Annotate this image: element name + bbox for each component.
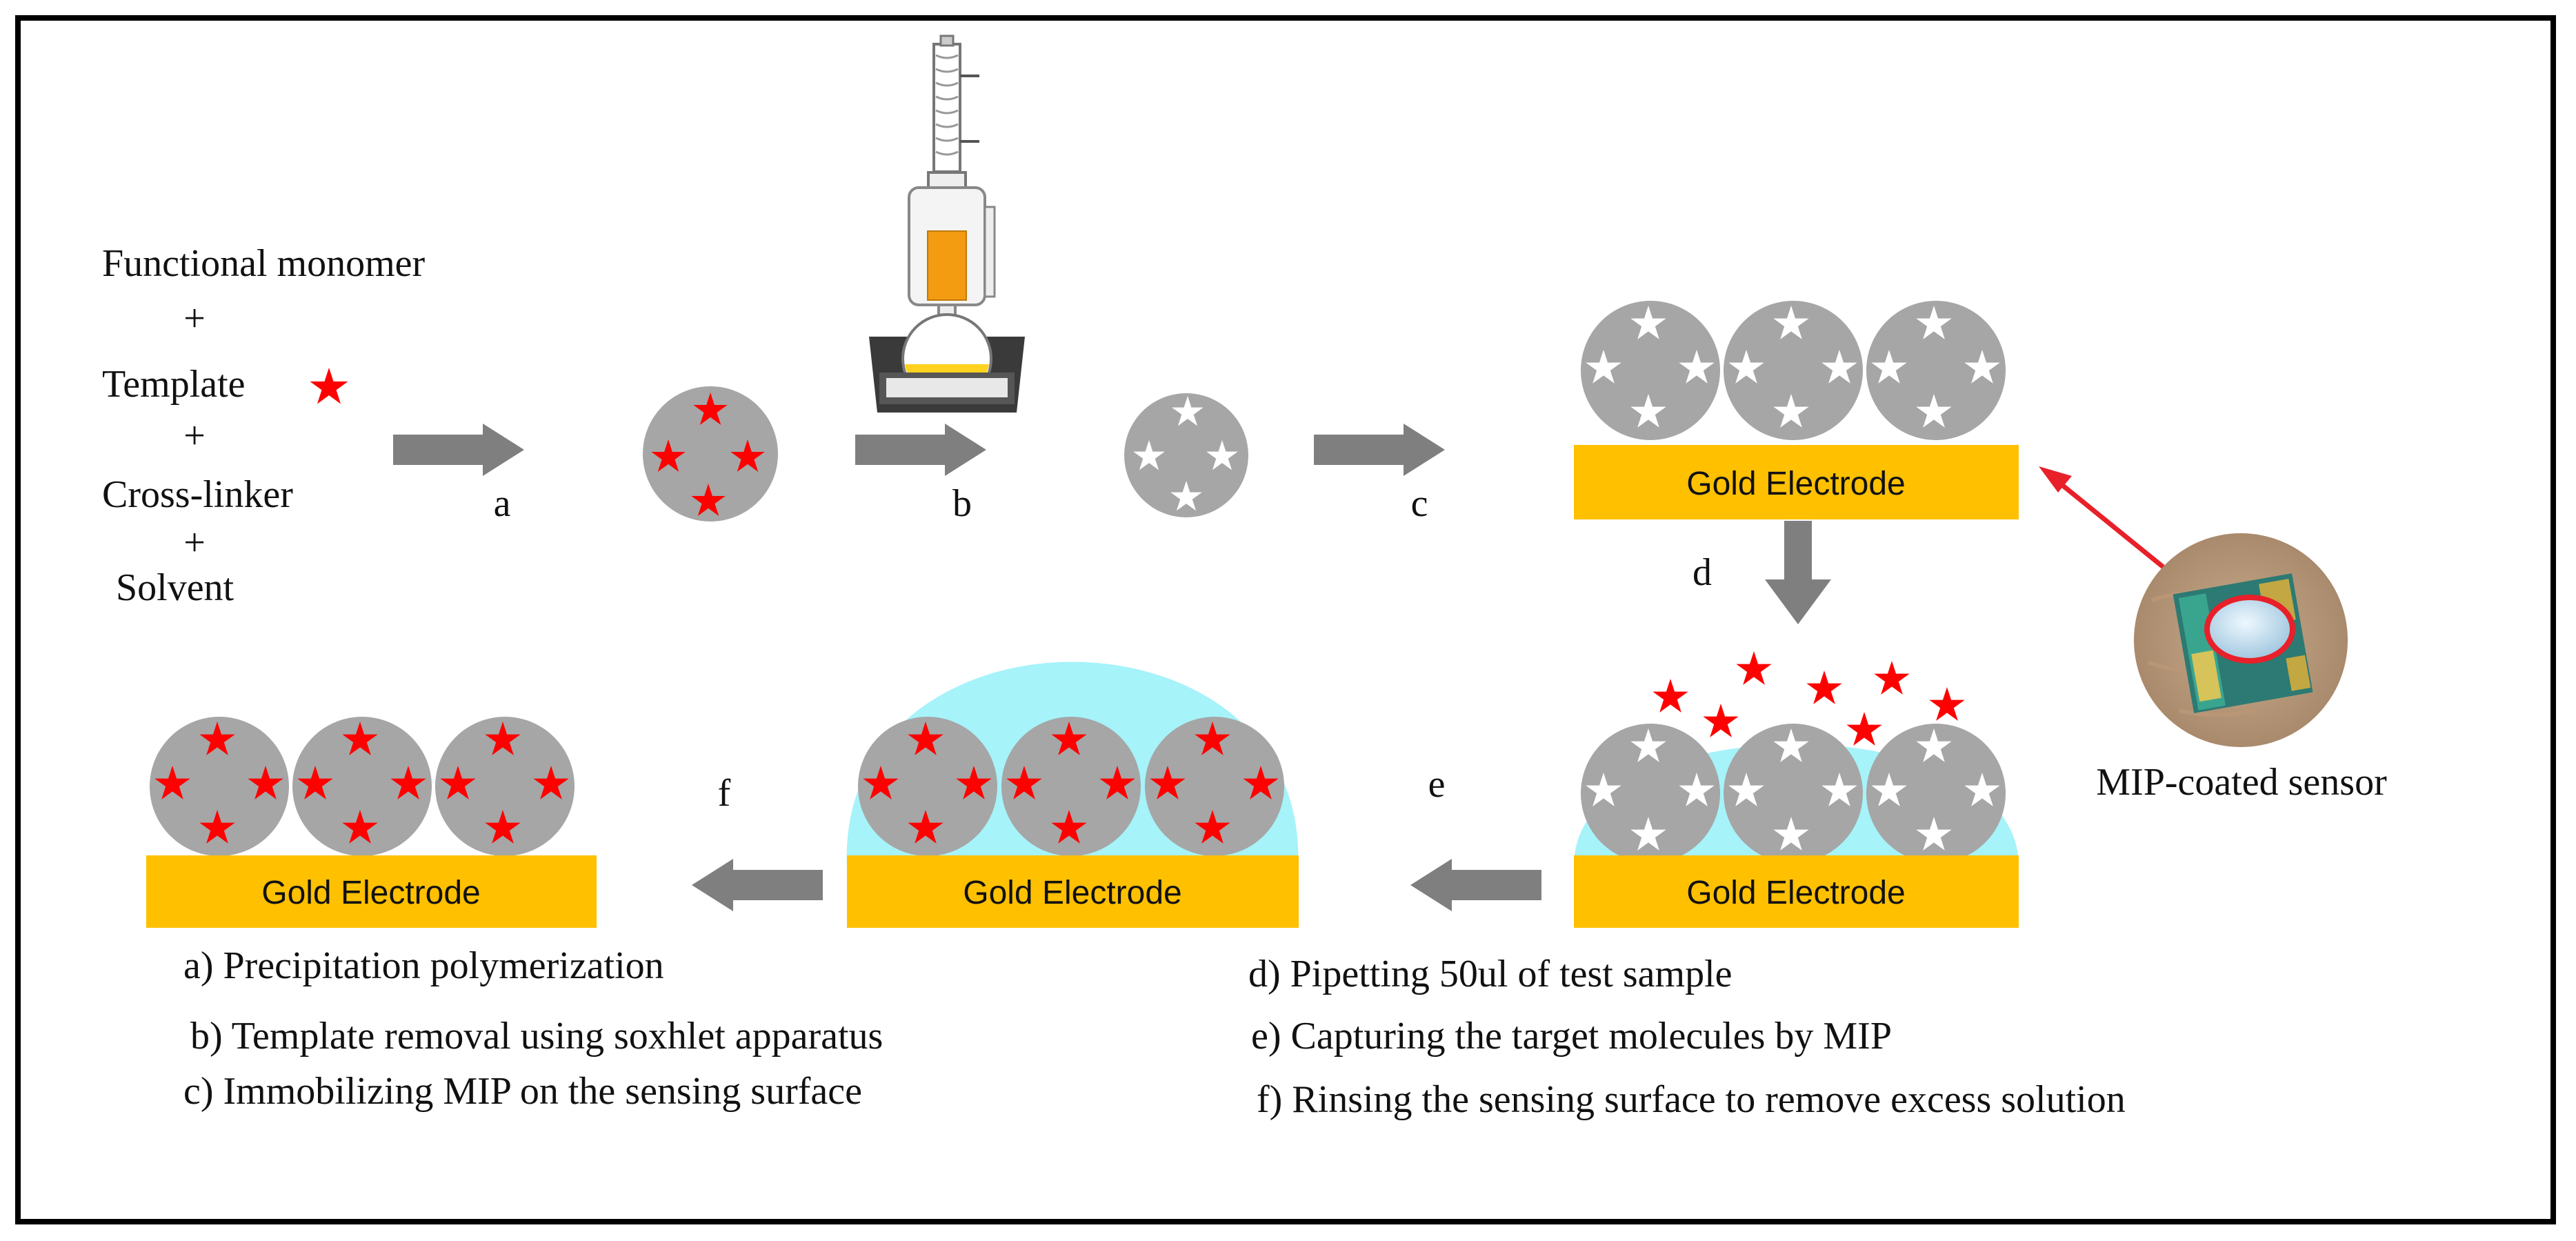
plus-sign: + xyxy=(183,297,206,340)
step-label-c: c xyxy=(1411,482,1428,525)
sensor-caption: MIP-coated sensor xyxy=(2096,761,2387,804)
mip-particle-with-template xyxy=(643,386,778,522)
arrow-right-icon xyxy=(1314,424,1445,476)
gold-electrode-label: Gold Electrode xyxy=(1686,875,1906,911)
legend-item-e: e) Capturing the target molecules by MIP xyxy=(1251,1015,1892,1058)
electrode-assembly-3: Gold Electrode xyxy=(846,662,1299,928)
step-label-f: f xyxy=(718,772,731,815)
arrow-right-icon xyxy=(393,424,524,476)
arrow-left-icon xyxy=(692,859,823,911)
gold-electrode-label: Gold Electrode xyxy=(963,875,1182,911)
soxhlet-apparatus-icon xyxy=(869,34,1025,413)
step-legend: a) Precipitation polymerization b) Templ… xyxy=(183,944,2126,1121)
arrow-down-icon xyxy=(1765,521,1831,624)
template-star-icon xyxy=(310,368,348,404)
legend-item-d: d) Pipetting 50ul of test sample xyxy=(1248,953,1732,995)
reagent-functional-monomer: Functional monomer xyxy=(102,242,426,285)
sensor-highlight-ring xyxy=(2204,595,2295,664)
gold-electrode xyxy=(847,855,1299,928)
legend-item-b: b) Template removal using soxhlet appara… xyxy=(190,1015,883,1058)
reagent-template: Template xyxy=(102,363,246,406)
plus-sign: + xyxy=(183,415,206,457)
electrode-assembly-1: Gold Electrode xyxy=(1574,301,2019,519)
mip-particle-group xyxy=(1581,724,2006,863)
mip-particle-group xyxy=(858,717,1284,856)
legend-item-f: f) Rinsing the sensing surface to remove… xyxy=(1257,1078,2126,1121)
mip-particle-with-cavities xyxy=(1124,393,1248,517)
gold-electrode xyxy=(146,855,597,928)
mip-particle-group xyxy=(150,717,575,856)
mip-particle-group xyxy=(1581,301,2006,440)
gold-electrode-label: Gold Electrode xyxy=(1686,466,1906,502)
gold-electrode-label: Gold Electrode xyxy=(261,875,481,911)
plus-sign: + xyxy=(183,522,206,564)
electrode-assembly-2: Gold Electrode xyxy=(1574,651,2019,928)
gold-electrode xyxy=(1574,445,2019,519)
reagent-cross-linker: Cross-linker xyxy=(102,473,293,516)
step-label-a: a xyxy=(494,482,511,525)
arrow-right-icon xyxy=(855,424,986,476)
step-label-d: d xyxy=(1693,551,1712,594)
gold-electrode xyxy=(1574,855,2019,928)
mip-coated-sensor-photo xyxy=(2134,533,2348,747)
reagent-solvent: Solvent xyxy=(116,566,234,609)
step-label-e: e xyxy=(1428,763,1446,806)
electrode-assembly-4: Gold Electrode xyxy=(146,717,597,928)
process-arrows-top xyxy=(393,424,1445,476)
reagent-list: Functional monomer + Template + Cross-li… xyxy=(102,242,426,609)
arrow-left-icon xyxy=(1410,859,1541,911)
legend-item-c: c) Immobilizing MIP on the sensing surfa… xyxy=(183,1070,862,1113)
step-label-b: b xyxy=(952,482,972,525)
figure-frame xyxy=(15,15,2556,1224)
legend-item-a: a) Precipitation polymerization xyxy=(183,944,664,987)
